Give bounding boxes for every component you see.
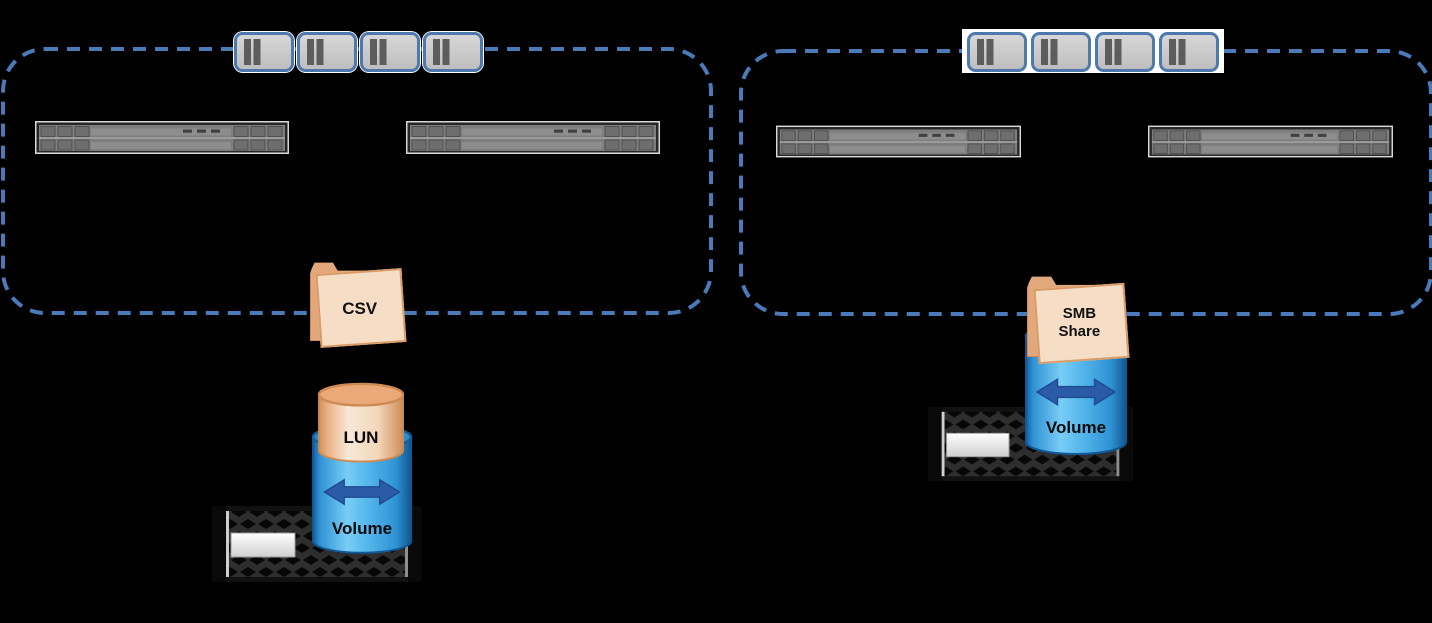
volume-label: Volume <box>331 519 393 538</box>
csv-label: CSV <box>342 298 378 318</box>
vm-icon <box>296 31 358 73</box>
lun-cylinder-icon <box>317 382 405 464</box>
vm-icon <box>422 31 484 73</box>
rack-server-icon <box>35 121 289 154</box>
smb-share-label: SMB Share <box>1033 286 1126 360</box>
rack-server-icon <box>1148 125 1393 158</box>
smb-share-folder-icon: SMB Share <box>1027 275 1130 365</box>
vm-icon <box>1158 31 1220 73</box>
sync-arrow-icon <box>321 477 403 507</box>
vm-icon <box>1094 31 1156 73</box>
vm-icon <box>359 31 421 73</box>
sync-arrow-icon <box>1034 376 1118 408</box>
lun-label: LUN <box>343 428 379 447</box>
smb-share-label-line1: SMB <box>1062 304 1097 322</box>
smb-share-label-line2: Share <box>1058 323 1101 341</box>
volume-label: Volume <box>1045 418 1107 437</box>
csv-folder-icon: CSV <box>310 261 408 348</box>
vm-icon <box>966 31 1028 73</box>
rack-server-icon <box>405 121 661 154</box>
vm-icon <box>1030 31 1092 73</box>
rack-server-icon <box>776 125 1021 158</box>
vm-icon <box>233 31 295 73</box>
